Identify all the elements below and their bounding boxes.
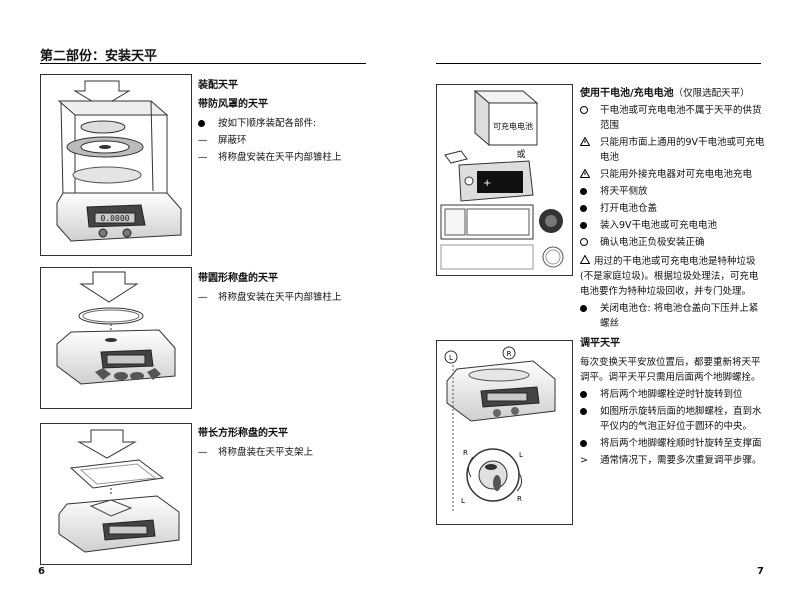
list-item: 将后两个地脚螺栓顺时针旋转至支撑面 [580,436,766,451]
bullet-icon [198,120,205,127]
list-item: 只能用市面上通用的9V干电池或可充电电池 [580,135,766,165]
figure-round-pan-balance [40,267,192,409]
foot-right-label: R [507,350,512,358]
section-round-pan-heading: 带圆形称盘的天平 [198,273,278,284]
rechargeable-label: 可充电电池 [493,121,533,131]
list-item: 装入9V干电池或可充电电池 [580,218,766,233]
bullet-icon [580,305,587,312]
display-readout: 0.0000 [101,214,130,223]
section-round-pan: 带圆形称盘的天平 —将称盘安装在天平内部锥柱上 [198,271,368,307]
bullet-icon [580,391,587,398]
dash-icon: — [198,152,208,163]
list-item: 如图所示旋转后面的地脚螺栓，直到水平仪内的气泡正好位于圆环的中央。 [580,404,766,434]
list-item: 关闭电池仓: 将电池仓盖向下压并上紧螺丝 [580,301,766,331]
disposal-note: 用过的干电池或可充电电池是特种垃圾(不是家庭垃圾)。根据垃圾处理法，可充电电池要… [580,255,759,297]
list-item: —将称盘装在天平支架上 [198,447,314,458]
figure-draft-shield-balance: 0.0000 [40,74,192,256]
list-item: 确认电池正负极安装正确 [580,235,766,250]
page-title: 第二部份：安装天平 [40,49,158,64]
list-item: —将称盘安装在天平内部锥柱上 [198,292,342,303]
section-rect-pan-heading: 带长方形称盘的天平 [198,428,288,439]
leveling-intro: 每次变换天平安放位置后，都要重新将天平调平。调平天平只需用后面两个地脚螺拴。 [580,357,761,383]
battery-heading: 使用干电池/充电电池 [580,88,674,99]
section-draft-shield-heading: 带防风罩的天平 [198,99,268,110]
bullet-icon [580,205,587,212]
list-item: —将称盘安装在天平内部锥柱上 [198,152,342,163]
left-title-rule [40,63,366,64]
list-item: 将后两个地脚螺栓逆时针旋转到位 [580,387,766,402]
bullet-icon [580,188,587,195]
warning-icon [580,137,590,146]
list-item: 将天平侧放 [580,184,766,199]
section-battery: 使用干电池/充电电池（仅限选配天平） 干电池或可充电电池不属于天平的供货范围 只… [580,86,766,333]
list-item: 按如下顺序装配各部件: [198,116,368,131]
foot-left-label: L [449,354,453,362]
circle-icon [580,238,588,246]
rotation-label-l: L [519,451,523,459]
rotation-label-r: R [463,449,468,457]
or-label: 或 [516,148,525,160]
rotation-label-l2: L [461,497,465,505]
figure-rect-pan-balance [40,423,192,565]
list-item: 打开电池仓盖 [580,201,766,216]
right-page-number: 7 [757,566,764,577]
leveling-heading: 调平天平 [580,338,620,349]
recycle-icon [580,255,590,264]
svg-text:+: + [483,178,491,189]
list-item: 干电池或可充电电池不属于天平的供货范围 [580,103,766,133]
right-title-rule [436,63,761,64]
list-item: —屏蔽环 [198,135,247,146]
dash-icon: — [198,447,208,458]
bullet-icon [580,222,587,229]
list-item: 只能用外接充电器对可充电电池充电 [580,167,766,182]
circle-icon [580,106,588,114]
section-rect-pan: 带长方形称盘的天平 —将称盘装在天平支架上 [198,426,368,462]
figure-battery: 可充电电池 或 + [436,84,573,276]
section-leveling: 调平天平 每次变换天平安放位置后，都要重新将天平调平。调平天平只需用后面两个地脚… [580,336,766,470]
dash-icon: — [198,292,208,303]
rotation-label-r2: R [517,495,522,503]
arrow-icon: > [580,455,588,466]
bullet-icon [580,408,587,415]
bullet-icon [580,440,587,447]
dash-icon: — [198,135,208,146]
figure-leveling: L R R L L R [436,340,573,525]
section-assemble: 装配天平 带防风罩的天平 按如下顺序装配各部件: —屏蔽环 —将称盘安装在天平内… [198,78,368,167]
left-page-number: 6 [38,566,45,577]
list-item: >通常情况下，需要多次重复调平步骤。 [580,455,762,466]
warning-icon [580,169,590,178]
section-assemble-heading: 装配天平 [198,80,238,91]
battery-heading-note: （仅限选配天平） [673,88,750,99]
